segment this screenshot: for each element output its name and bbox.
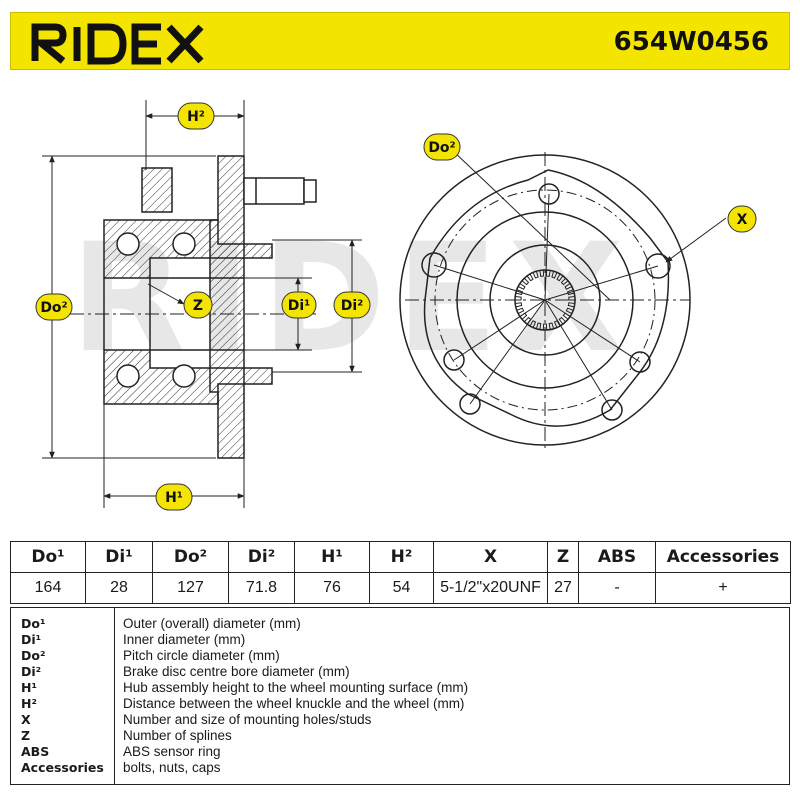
spec-value-cell: 5-1/2"x20UNF (433, 572, 548, 604)
legend-key: H¹ (21, 680, 37, 695)
legend-key: Di² (21, 664, 42, 679)
legend-description: Pitch circle diameter (mm) (123, 648, 280, 663)
spec-header-cell: Di² (228, 541, 295, 573)
legend-key: Di¹ (21, 632, 42, 647)
spec-header-cell: ABS (578, 541, 656, 573)
label-di2: Di² (341, 298, 364, 314)
spec-value-cell: 164 (10, 572, 86, 604)
legend-description: Number and size of mounting holes/studs (123, 712, 372, 727)
legend-description: Outer (overall) diameter (mm) (123, 616, 301, 631)
legend-description: Inner diameter (mm) (123, 632, 246, 647)
label-do2-left: Do² (40, 300, 67, 316)
legend-key: Z (21, 728, 31, 743)
technical-drawing: RIDEX H² D (35, 100, 757, 511)
label-z: Z (193, 298, 203, 314)
spec-value-cell: 27 (547, 572, 579, 604)
header-bar: 654W0456 (10, 12, 790, 70)
label-di1: Di¹ (288, 298, 311, 314)
legend-description: ABS sensor ring (123, 744, 221, 759)
legend-key: H² (21, 696, 37, 711)
spec-header-cell: Di¹ (85, 541, 153, 573)
part-number: 654W0456 (613, 27, 769, 57)
spec-value-cell: 71.8 (228, 572, 295, 604)
legend-key: Do² (21, 648, 46, 663)
label-do2-right: Do² (428, 140, 455, 156)
spec-header-cell: Do¹ (10, 541, 86, 573)
legend-description: Number of splines (123, 728, 232, 743)
spec-header-cell: Accessories (655, 541, 791, 573)
legend-key: Accessories (21, 760, 104, 775)
spec-value-cell: + (655, 572, 791, 604)
spec-header-cell: X (433, 541, 548, 573)
legend-description: bolts, nuts, caps (123, 760, 221, 775)
spline-teeth (514, 269, 576, 331)
legend-description: Distance between the wheel knuckle and t… (123, 696, 465, 711)
label-x: X (737, 212, 748, 228)
legend-description: Hub assembly height to the wheel mountin… (123, 680, 469, 695)
spec-value-cell: 76 (294, 572, 370, 604)
legend-key: ABS (21, 744, 50, 759)
legend-description: Brake disc centre bore diameter (mm) (123, 664, 350, 679)
spec-value-cell: 28 (85, 572, 153, 604)
legend-key: Do¹ (21, 616, 46, 631)
spec-header-cell: H¹ (294, 541, 370, 573)
spec-header-cell: H² (369, 541, 434, 573)
label-h1: H¹ (165, 490, 183, 506)
legend-key: X (21, 712, 31, 727)
ridex-logo (31, 23, 204, 65)
legend-descriptions: Outer (overall) diameter (mm)Inner diame… (115, 608, 789, 784)
spec-value-cell: - (578, 572, 656, 604)
hub-section-view (103, 155, 317, 459)
spec-header-cell: Do² (152, 541, 229, 573)
spec-value-cell: 127 (152, 572, 229, 604)
spec-header-cell: Z (547, 541, 579, 573)
label-h2: H² (187, 109, 205, 125)
spec-value-cell: 54 (369, 572, 434, 604)
